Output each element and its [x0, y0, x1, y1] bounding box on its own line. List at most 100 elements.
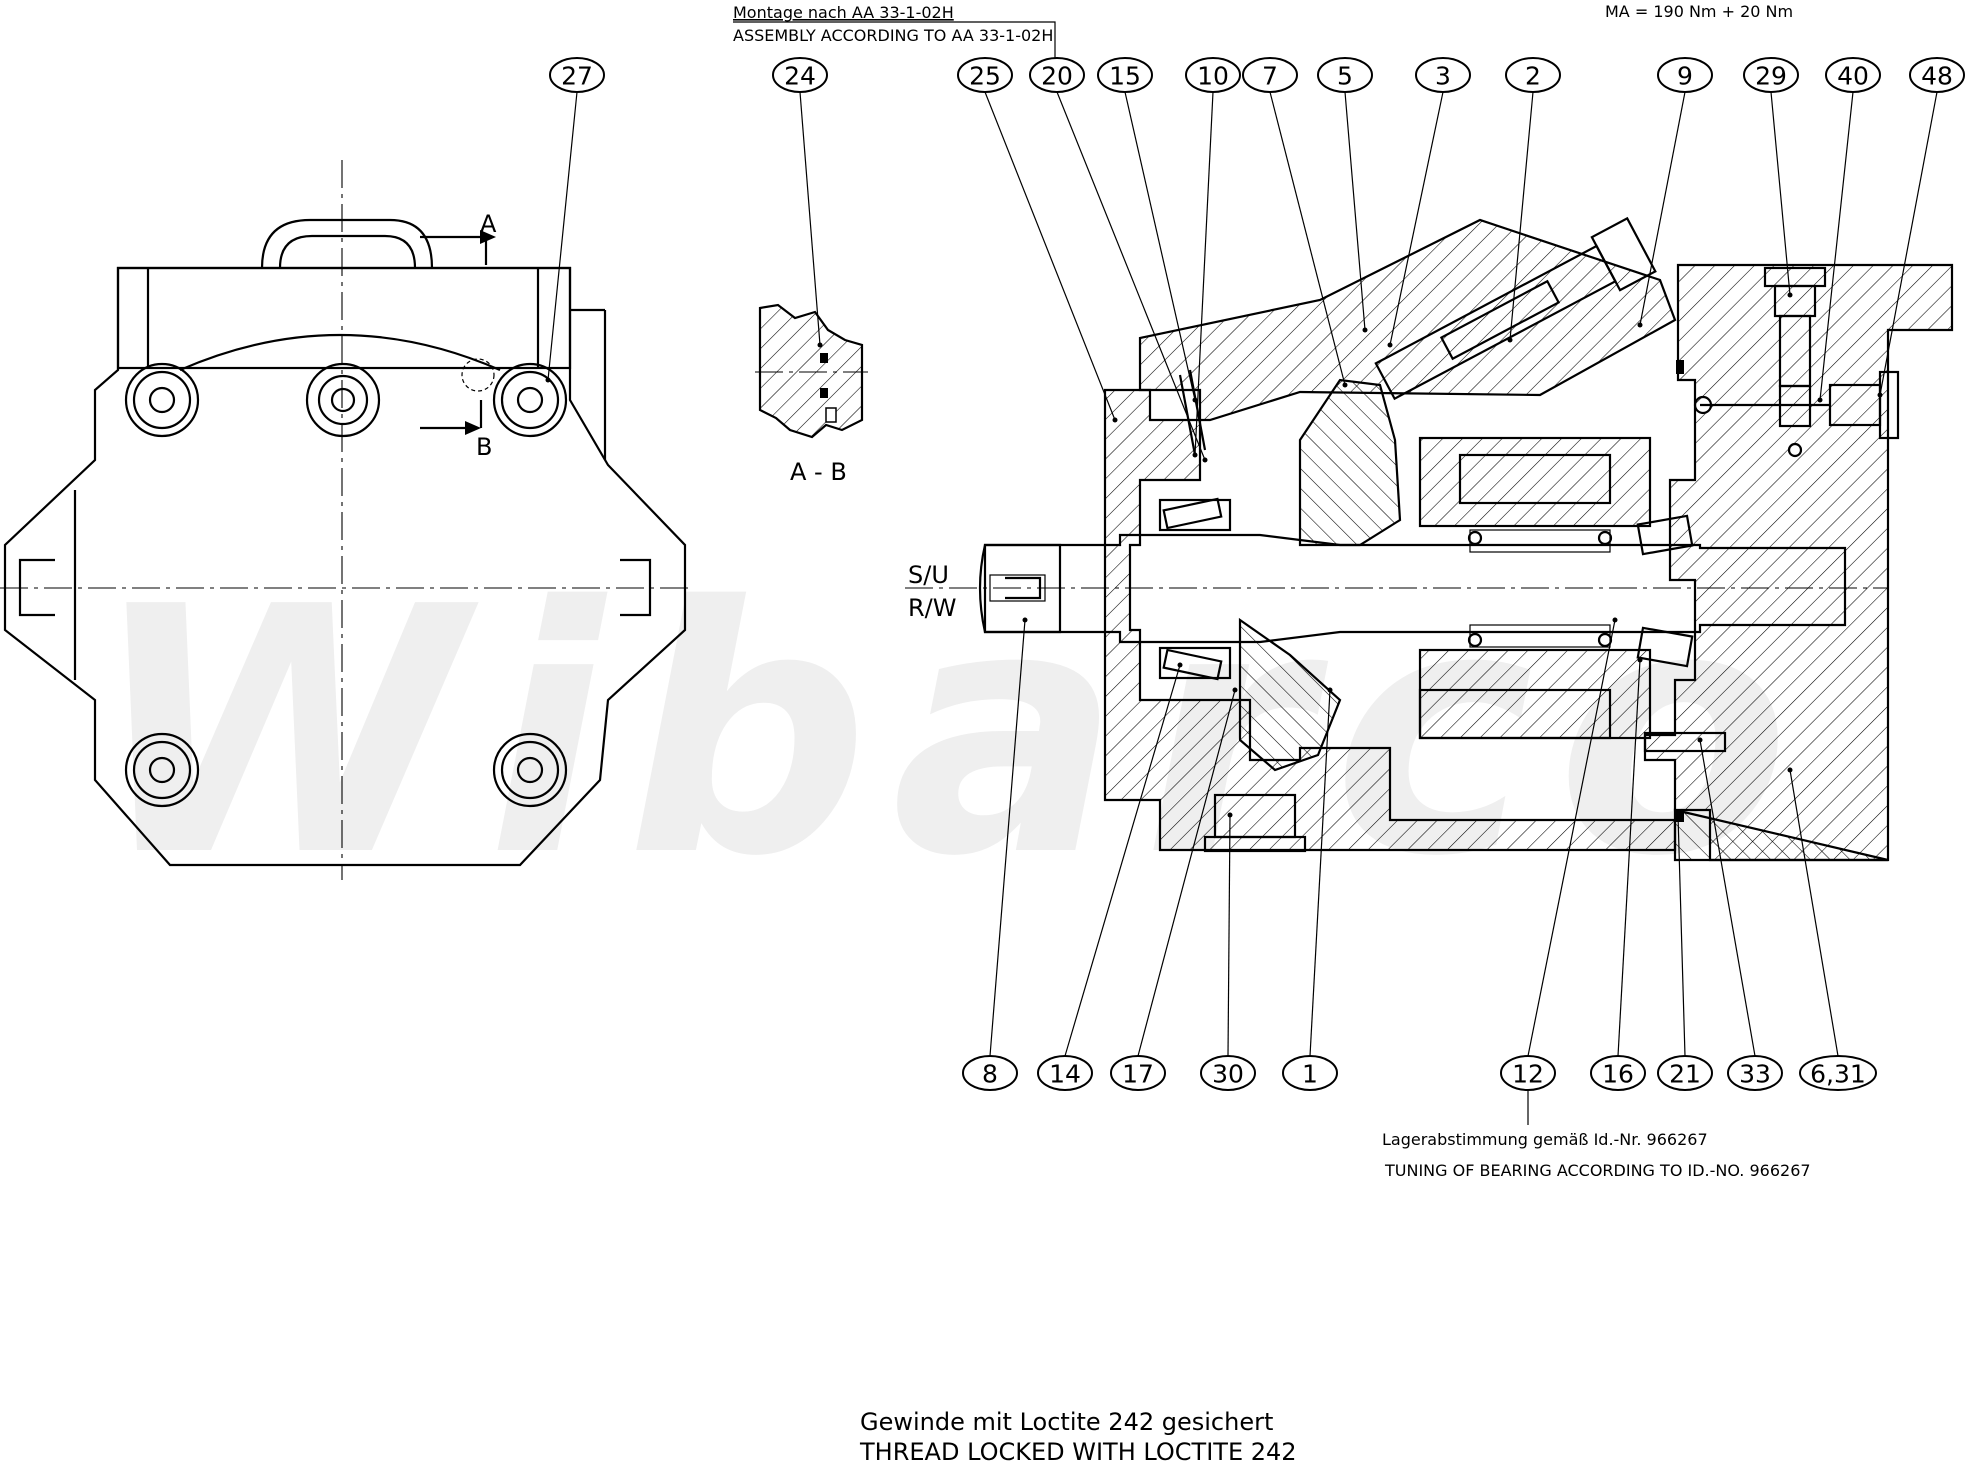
leader-dot-8: [1022, 617, 1028, 623]
leader-15: [1124, 91, 1196, 401]
leader-6-31: [1789, 769, 1839, 1057]
callout-20: 20: [1029, 57, 1085, 93]
callout-29: 29: [1743, 57, 1799, 93]
leader-9: [1639, 91, 1686, 326]
leader-24: [799, 91, 821, 346]
callout-8: 8: [962, 1055, 1018, 1091]
svg-text:7: 7: [1262, 62, 1278, 91]
svg-text:24: 24: [784, 62, 816, 91]
svg-text:A: A: [480, 210, 497, 238]
leader-dot-15: [1192, 397, 1198, 403]
bolt-top-center: [305, 362, 381, 438]
leader-48: [1879, 91, 1938, 396]
svg-text:30: 30: [1212, 1060, 1244, 1089]
callout-12: 12: [1500, 1055, 1556, 1091]
callout-3: 3: [1415, 57, 1471, 93]
bolt-bottom-right: [492, 732, 568, 808]
callout-27: 27: [549, 57, 605, 93]
section-marker-a: A: [420, 210, 497, 265]
note-thread-de: Gewinde mit Loctite 242 gesichert: [860, 1408, 1273, 1436]
callout-17: 17: [1110, 1055, 1166, 1091]
leader-7: [1269, 91, 1346, 386]
leader-8: [989, 619, 1026, 1057]
rear-bearing: [1636, 514, 1694, 668]
leader-33: [1699, 739, 1756, 1057]
note-bearing-de: Lagerabstimmung gemäß Id.-Nr. 966267: [1382, 1130, 1708, 1149]
leader-dot-25: [1112, 417, 1118, 423]
callout-9: 9: [1657, 57, 1713, 93]
leader-5: [1344, 91, 1366, 331]
leader-dot-29: [1787, 292, 1793, 298]
leader-dot-20: [1202, 457, 1208, 463]
control-piston: [1374, 216, 1657, 401]
leader-dot-14: [1177, 662, 1183, 668]
leader-dot-21: [1675, 812, 1681, 818]
svg-text:17: 17: [1122, 1060, 1154, 1089]
end-view: A B: [0, 160, 690, 880]
svg-text:B: B: [476, 433, 492, 461]
leader-30: [1227, 814, 1231, 1057]
svg-text:9: 9: [1677, 62, 1693, 91]
callout-2: 2: [1505, 57, 1561, 93]
front-bearing: [1158, 497, 1232, 681]
leader-16: [1617, 659, 1641, 1057]
leader-dot-48: [1877, 392, 1883, 398]
svg-text:40: 40: [1837, 62, 1869, 91]
callout-7: 7: [1242, 57, 1298, 93]
svg-text:12: 12: [1512, 1060, 1544, 1089]
leader-12: [1527, 619, 1616, 1057]
section-view: S/U R/W: [905, 216, 1954, 862]
callout-15: 15: [1097, 57, 1153, 93]
leader-25: [984, 91, 1116, 421]
svg-text:2: 2: [1525, 62, 1541, 91]
leader-1: [1309, 689, 1331, 1057]
detail-a-b: A - B: [755, 303, 868, 486]
callout-5: 5: [1317, 57, 1373, 93]
svg-text:21: 21: [1669, 1060, 1701, 1089]
leader-29: [1770, 91, 1791, 296]
spring: [1467, 529, 1613, 648]
svg-text:5: 5: [1337, 62, 1353, 91]
leader-dot-6-31: [1787, 767, 1793, 773]
leader-dot-17: [1232, 687, 1238, 693]
callout-1: 1: [1282, 1055, 1338, 1091]
leader-dot-2: [1507, 337, 1513, 343]
leader-20: [1056, 91, 1206, 461]
leader-17: [1137, 689, 1236, 1057]
svg-text:8: 8: [982, 1060, 998, 1089]
leader-3: [1389, 91, 1444, 346]
leader-14: [1064, 664, 1181, 1057]
leader-dot-40: [1817, 397, 1823, 403]
note-montage-en: ASSEMBLY ACCORDING TO AA 33-1-02H: [733, 26, 1053, 45]
valve-assembly: [1693, 266, 1900, 458]
leader-dot-1: [1327, 687, 1333, 693]
callout-21: 21: [1657, 1055, 1713, 1091]
svg-text:27: 27: [561, 62, 593, 91]
leader-lines: [545, 91, 1938, 1057]
leader-dot-10: [1192, 452, 1198, 458]
svg-text:6,31: 6,31: [1810, 1060, 1866, 1089]
leader-dot-7: [1342, 382, 1348, 388]
leader-10: [1194, 91, 1214, 456]
leader-dot-33: [1697, 737, 1703, 743]
leader-dot-30: [1227, 812, 1233, 818]
notes: Montage nach AA 33-1-02H ASSEMBLY ACCORD…: [733, 2, 1811, 1466]
section-marker-b: B: [420, 400, 492, 461]
note-torque: MA = 190 Nm + 20 Nm: [1605, 2, 1793, 21]
rotation-label-su: S/U: [908, 561, 949, 589]
svg-text:14: 14: [1049, 1060, 1081, 1089]
leader-dot-16: [1637, 657, 1643, 663]
callout-10: 10: [1185, 57, 1241, 93]
callout-16: 16: [1590, 1055, 1646, 1091]
bolt-bottom-left: [124, 732, 200, 808]
svg-text:1: 1: [1302, 1060, 1318, 1089]
svg-text:16: 16: [1602, 1060, 1634, 1089]
callout-14: 14: [1037, 1055, 1093, 1091]
svg-text:10: 10: [1197, 62, 1229, 91]
svg-text:48: 48: [1921, 62, 1953, 91]
svg-text:29: 29: [1755, 62, 1787, 91]
note-thread-en: THREAD LOCKED WITH LOCTITE 242: [859, 1438, 1297, 1466]
leader-dot-3: [1387, 342, 1393, 348]
leader-2: [1509, 91, 1534, 341]
